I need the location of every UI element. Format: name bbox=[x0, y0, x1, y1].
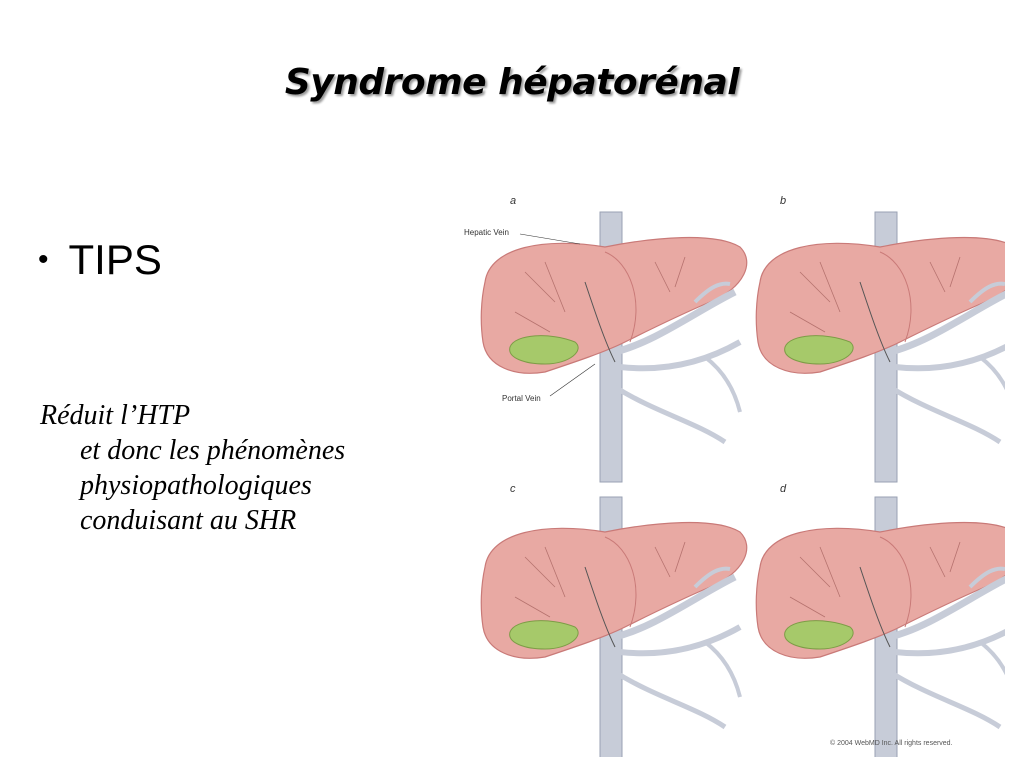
panel-b bbox=[756, 212, 1005, 482]
panel-label-c: c bbox=[510, 483, 516, 495]
hepatic-vein-label: Hepatic Vein bbox=[464, 228, 509, 237]
panel-label-d: d bbox=[780, 483, 787, 495]
paragraph-line-3: physiopathologiques bbox=[80, 470, 312, 501]
panel-c bbox=[481, 497, 746, 757]
portal-vein-label: Portal Vein bbox=[502, 394, 541, 403]
bullet-item-tips: • TIPS bbox=[38, 236, 162, 284]
copyright-notice: © 2004 WebMD Inc. All rights reserved. bbox=[830, 740, 953, 747]
paragraph-line-4: conduisant au SHR bbox=[80, 505, 297, 536]
panel-label-b: b bbox=[780, 195, 786, 207]
panel-label-a: a bbox=[510, 195, 516, 207]
paragraph-line-1: Réduit l’HTP bbox=[40, 400, 191, 431]
tips-illustration: a b c d Hepatic Vein Portal Vein bbox=[450, 182, 1005, 757]
tips-illustration-svg: a b c d Hepatic Vein Portal Vein bbox=[464, 195, 1005, 757]
panel-a bbox=[481, 212, 746, 482]
panel-d bbox=[756, 497, 1005, 757]
bullet-text: TIPS bbox=[68, 236, 162, 283]
body-paragraph: Réduit l’HTP et donc les phénomènes phys… bbox=[40, 398, 345, 538]
bullet-symbol: • bbox=[38, 243, 49, 276]
slide-title: Syndrome hépatorénal bbox=[284, 62, 740, 103]
paragraph-line-2: et donc les phénomènes bbox=[80, 435, 346, 466]
